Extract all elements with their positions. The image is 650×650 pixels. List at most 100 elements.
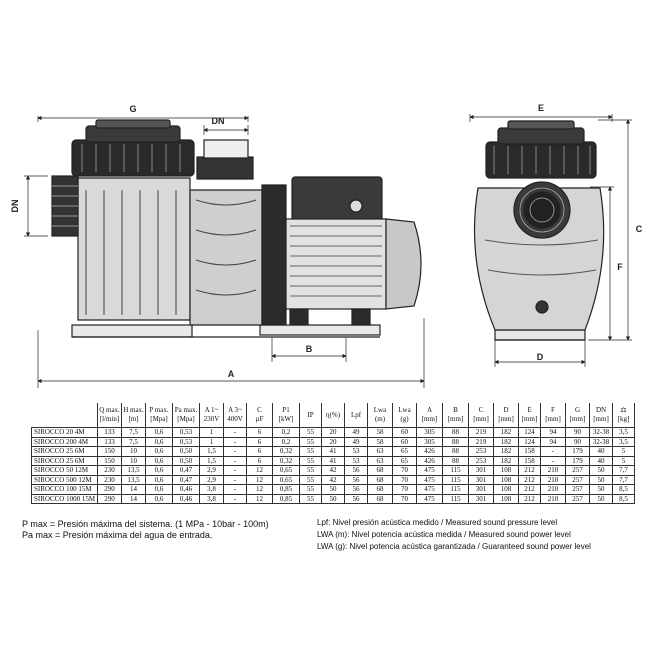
table-cell: 68 <box>367 474 393 485</box>
model-name-cell: SIROCCO 500 12M <box>31 474 98 485</box>
model-name-cell: SIROCCO 50 12M <box>31 465 98 476</box>
table-cell: 12 <box>246 493 273 504</box>
note-lpf: Lpf: Nivel presión acústica medido / Mea… <box>317 518 558 527</box>
table-cell: 70 <box>392 465 417 476</box>
table-cell: 301 <box>468 484 494 495</box>
column-header-unit: (g) <box>400 415 409 423</box>
table-cell: 50 <box>589 465 613 476</box>
table-cell: 90 <box>565 436 590 447</box>
table-cell: 6 <box>246 436 273 447</box>
table-cell: 133 <box>97 427 122 438</box>
table-cell: 219 <box>468 427 494 438</box>
table-cell: 6 <box>246 427 273 438</box>
table-cell: 108 <box>493 474 519 485</box>
column-header-unit: [mm] <box>473 415 489 423</box>
column-header-name: P max. <box>149 406 169 414</box>
table-cell: 0,6 <box>145 446 173 457</box>
table-cell: 253 <box>468 455 494 466</box>
column-header-name: IP <box>307 410 314 419</box>
table-cell: 10 <box>121 455 146 466</box>
table-cell: 70 <box>392 484 417 495</box>
column-header: DN[mm] <box>589 403 613 428</box>
table-cell: 210 <box>540 465 566 476</box>
table-cell: 0,6 <box>145 436 173 447</box>
table-cell: 179 <box>565 455 590 466</box>
column-header: Pa max.[Mpa] <box>172 403 200 428</box>
column-header: E[mm] <box>518 403 541 428</box>
column-header: B[mm] <box>442 403 469 428</box>
table-cell: 1 <box>199 436 224 447</box>
column-header-name: G <box>574 406 581 414</box>
table-cell: 94 <box>540 436 566 447</box>
table-cell: 60 <box>392 436 417 447</box>
table-cell: 63 <box>367 446 393 457</box>
table-cell: 5 <box>612 455 635 466</box>
table-cell: 55 <box>299 436 322 447</box>
table-cell: 68 <box>367 484 393 495</box>
table-cell: 0,32 <box>272 455 300 466</box>
specifications-table: Q max.[l/min]H max.[m]P max.[Mpa]Pa max.… <box>31 403 635 504</box>
column-header: G[mm] <box>565 403 590 428</box>
table-cell: 55 <box>299 484 322 495</box>
table-cell: 0,2 <box>272 427 300 438</box>
dim-label-b: B <box>306 344 313 354</box>
column-header: Lpf <box>344 403 368 428</box>
table-cell: 253 <box>468 446 494 457</box>
column-header-unit: [mm] <box>521 415 538 423</box>
column-header-name: A <box>426 406 433 414</box>
table-cell: 60 <box>392 427 417 438</box>
table-cell: 182 <box>493 427 519 438</box>
table-cell: 88 <box>442 455 469 466</box>
column-header-unit: [l/min] <box>99 415 120 423</box>
table-cell: - <box>540 446 566 457</box>
table-cell: 290 <box>97 484 122 495</box>
table-cell: - <box>223 474 247 485</box>
table-cell: 53 <box>344 446 368 457</box>
table-cell: 133 <box>97 436 122 447</box>
column-header: P1[kW] <box>272 403 300 428</box>
table-cell: 0,53 <box>172 427 200 438</box>
table-cell: 115 <box>442 484 469 495</box>
column-header-name: F <box>551 406 555 414</box>
table-cell: 68 <box>367 493 393 504</box>
table-cell: 7,7 <box>612 474 635 485</box>
column-header-name: P1 <box>282 406 290 414</box>
table-cell: 210 <box>540 474 566 485</box>
model-name-cell: SIROCCO 25 6M <box>31 455 98 466</box>
table-cell: 55 <box>299 493 322 504</box>
note-p-max: P max = Presión máxima del sistema. (1 M… <box>22 519 269 529</box>
table-cell: 1,5 <box>199 446 224 457</box>
table-cell: 41 <box>321 446 345 457</box>
table-cell: 56 <box>344 465 368 476</box>
column-header-name: η(%) <box>325 410 341 419</box>
table-cell: 301 <box>468 474 494 485</box>
table-cell: - <box>223 455 247 466</box>
column-header-name: Lwa <box>373 406 387 414</box>
table-cell: 475 <box>416 465 443 476</box>
table-cell: 55 <box>299 455 322 466</box>
table-cell: 32-38 <box>589 427 613 438</box>
table-cell: 94 <box>540 427 566 438</box>
table-cell: 50 <box>321 484 345 495</box>
front-view-dimensions <box>469 114 632 367</box>
column-header: Lwa(g) <box>392 403 417 428</box>
table-cell: 55 <box>299 474 322 485</box>
table-cell: 88 <box>442 436 469 447</box>
model-name-cell: SIROCCO 20 4M <box>31 427 98 438</box>
column-header: F[mm] <box>540 403 566 428</box>
table-cell: 42 <box>321 465 345 476</box>
side-view <box>51 119 422 338</box>
table-cell: 230 <box>97 465 122 476</box>
note-lwa-m: LWA (m): Nivel potencia acústica medida … <box>317 530 571 539</box>
column-header: Lwa(m) <box>367 403 393 428</box>
table-cell: 50 <box>589 493 613 504</box>
dim-label-e: E <box>538 103 544 113</box>
table-cell: 0,6 <box>145 493 173 504</box>
table-cell: 179 <box>565 446 590 457</box>
table-cell: 88 <box>442 427 469 438</box>
table-cell: 0,32 <box>272 446 300 457</box>
